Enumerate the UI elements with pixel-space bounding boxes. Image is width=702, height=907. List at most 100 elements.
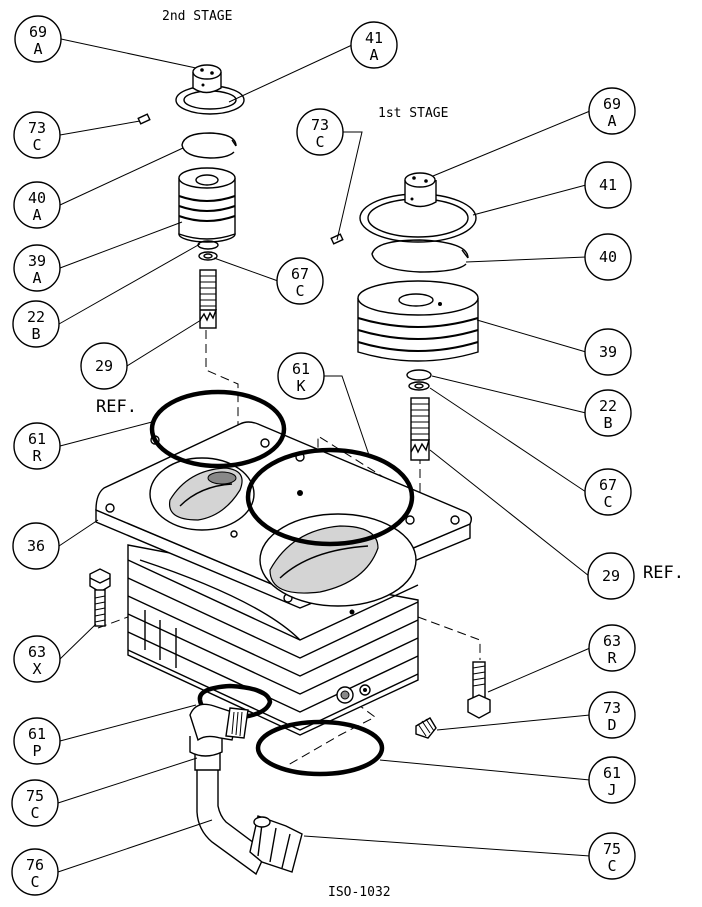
balloon-suffix: R <box>32 447 42 465</box>
bolt-63x <box>89 568 111 627</box>
balloon-number: 41 <box>599 176 617 194</box>
leader-lines <box>57 38 591 873</box>
balloon-75c-left: 75C <box>11 779 59 827</box>
balloon-63r: 63R <box>588 624 636 672</box>
balloon-number: 22 <box>27 308 45 326</box>
balloon-40a: 40A <box>13 181 61 229</box>
balloon-circle <box>584 389 632 437</box>
balloon-suffix: X <box>32 660 41 678</box>
balloon-number: 75 <box>603 840 621 858</box>
balloon-61j: 61J <box>588 756 636 804</box>
balloon-circle <box>13 244 61 292</box>
balloon-number: 22 <box>599 397 617 415</box>
balloon-suffix: C <box>295 282 304 300</box>
balloon-circle <box>13 181 61 229</box>
balloon-number: 40 <box>599 248 617 266</box>
balloon-29-right: 29 <box>587 552 635 600</box>
balloon-number: 73 <box>28 119 46 137</box>
balloon-suffix: C <box>603 493 612 511</box>
balloon-69a-right: 69A <box>588 87 636 135</box>
balloon-circle <box>587 552 635 600</box>
balloon-suffix: A <box>32 206 41 224</box>
balloon-number: 61 <box>603 764 621 782</box>
balloon-suffix: K <box>296 377 305 395</box>
balloon-suffix: R <box>607 649 617 667</box>
balloon-61k: 61K <box>277 352 325 400</box>
balloon-circle <box>12 300 60 348</box>
balloon-number: 61 <box>28 725 46 743</box>
balloon-29-left: 29 <box>80 342 128 390</box>
plug-73d <box>415 717 437 739</box>
balloon-circle <box>12 522 60 570</box>
balloon-suffix: P <box>32 742 41 760</box>
balloon-suffix: A <box>33 40 42 58</box>
balloon-67c-left: 67C <box>276 257 324 305</box>
balloon-circle <box>11 848 59 896</box>
balloon-number: 67 <box>599 476 617 494</box>
balloon-suffix: A <box>369 46 378 64</box>
balloon-36: 36 <box>12 522 60 570</box>
balloon-number: 73 <box>311 116 329 134</box>
balloon-circle <box>80 342 128 390</box>
balloon-number: 69 <box>603 95 621 113</box>
balloon-number: 63 <box>28 643 46 661</box>
balloon-number: 61 <box>292 360 310 378</box>
balloon-76c: 76C <box>11 848 59 896</box>
balloon-61p: 61P <box>13 717 61 765</box>
balloon-circle <box>588 624 636 672</box>
balloon-circle <box>588 87 636 135</box>
balloon-suffix: A <box>32 269 41 287</box>
balloon-22b-left: 22B <box>12 300 60 348</box>
balloon-circle <box>584 161 632 209</box>
balloon-suffix: C <box>32 136 41 154</box>
balloon-circle <box>584 233 632 281</box>
balloon-number: 36 <box>27 537 45 555</box>
balloon-73c-left: 73C <box>13 111 61 159</box>
balloon-63x: 63X <box>13 635 61 683</box>
balloon-circle <box>588 756 636 804</box>
balloon-number: 67 <box>291 265 309 283</box>
balloon-number: 76 <box>26 856 44 874</box>
balloon-number: 61 <box>28 430 46 448</box>
balloon-61r: 61R <box>13 422 61 470</box>
balloon-circle <box>13 717 61 765</box>
balloon-22b-right: 22B <box>584 389 632 437</box>
balloon-75c-right: 75C <box>588 832 636 880</box>
balloon-number: 41 <box>365 29 383 47</box>
balloon-suffix: D <box>607 716 616 734</box>
balloon-circle <box>13 635 61 683</box>
balloon-suffix: J <box>607 781 616 799</box>
balloon-suffix: C <box>30 804 39 822</box>
balloon-suffix: C <box>315 133 324 151</box>
balloon-number: 39 <box>28 252 46 270</box>
balloon-suffix: C <box>30 873 39 891</box>
balloon-number: 29 <box>602 567 620 585</box>
balloon-circle <box>11 779 59 827</box>
balloon-circle <box>584 328 632 376</box>
balloon-number: 75 <box>26 787 44 805</box>
balloon-73d: 73D <box>588 691 636 739</box>
balloon-number: 39 <box>599 343 617 361</box>
balloon-circle <box>277 352 325 400</box>
balloon-suffix: C <box>607 857 616 875</box>
label-drawing-id: ISO-1032 <box>328 885 391 900</box>
balloon-number: 40 <box>28 189 46 207</box>
balloon-40: 40 <box>584 233 632 281</box>
balloon-circle <box>276 257 324 305</box>
balloon-41: 41 <box>584 161 632 209</box>
balloon-suffix: B <box>603 414 612 432</box>
balloon-number: 29 <box>95 357 113 375</box>
balloon-number: 63 <box>603 632 621 650</box>
label-1st-stage: 1st STAGE <box>378 106 448 121</box>
balloon-circle <box>588 691 636 739</box>
balloon-suffix: A <box>607 112 616 130</box>
balloon-41a: 41A <box>350 21 398 69</box>
balloon-39a: 39A <box>13 244 61 292</box>
balloon-suffix: B <box>31 325 40 343</box>
balloon-circle <box>13 111 61 159</box>
balloon-67c-right: 67C <box>584 468 632 516</box>
balloon-number: 69 <box>29 23 47 41</box>
